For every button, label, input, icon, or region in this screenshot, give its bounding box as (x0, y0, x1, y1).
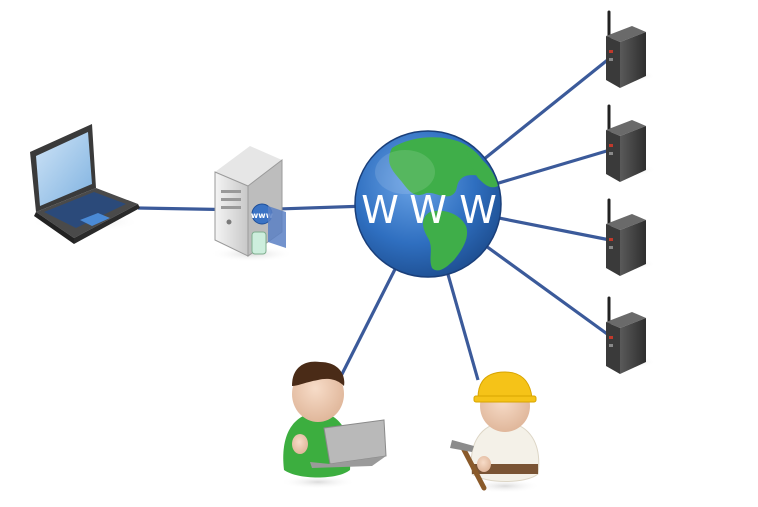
wireless-router-icon (606, 104, 656, 182)
construction-worker-icon (450, 371, 541, 493)
globe-letter-1: W (361, 188, 399, 232)
web-server-icon: www (210, 146, 294, 262)
wireless-router-icon (606, 198, 656, 276)
wireless-router-icon (606, 296, 656, 374)
router-group (606, 10, 656, 374)
user-laptop-icon (280, 361, 387, 489)
web-server-badge: www (251, 211, 274, 220)
globe-icon: W W W (354, 130, 502, 278)
globe-letter-2: W (409, 188, 447, 232)
globe-letter-3: W (459, 188, 497, 232)
laptop-icon (30, 124, 140, 244)
wireless-router-icon (606, 10, 656, 88)
